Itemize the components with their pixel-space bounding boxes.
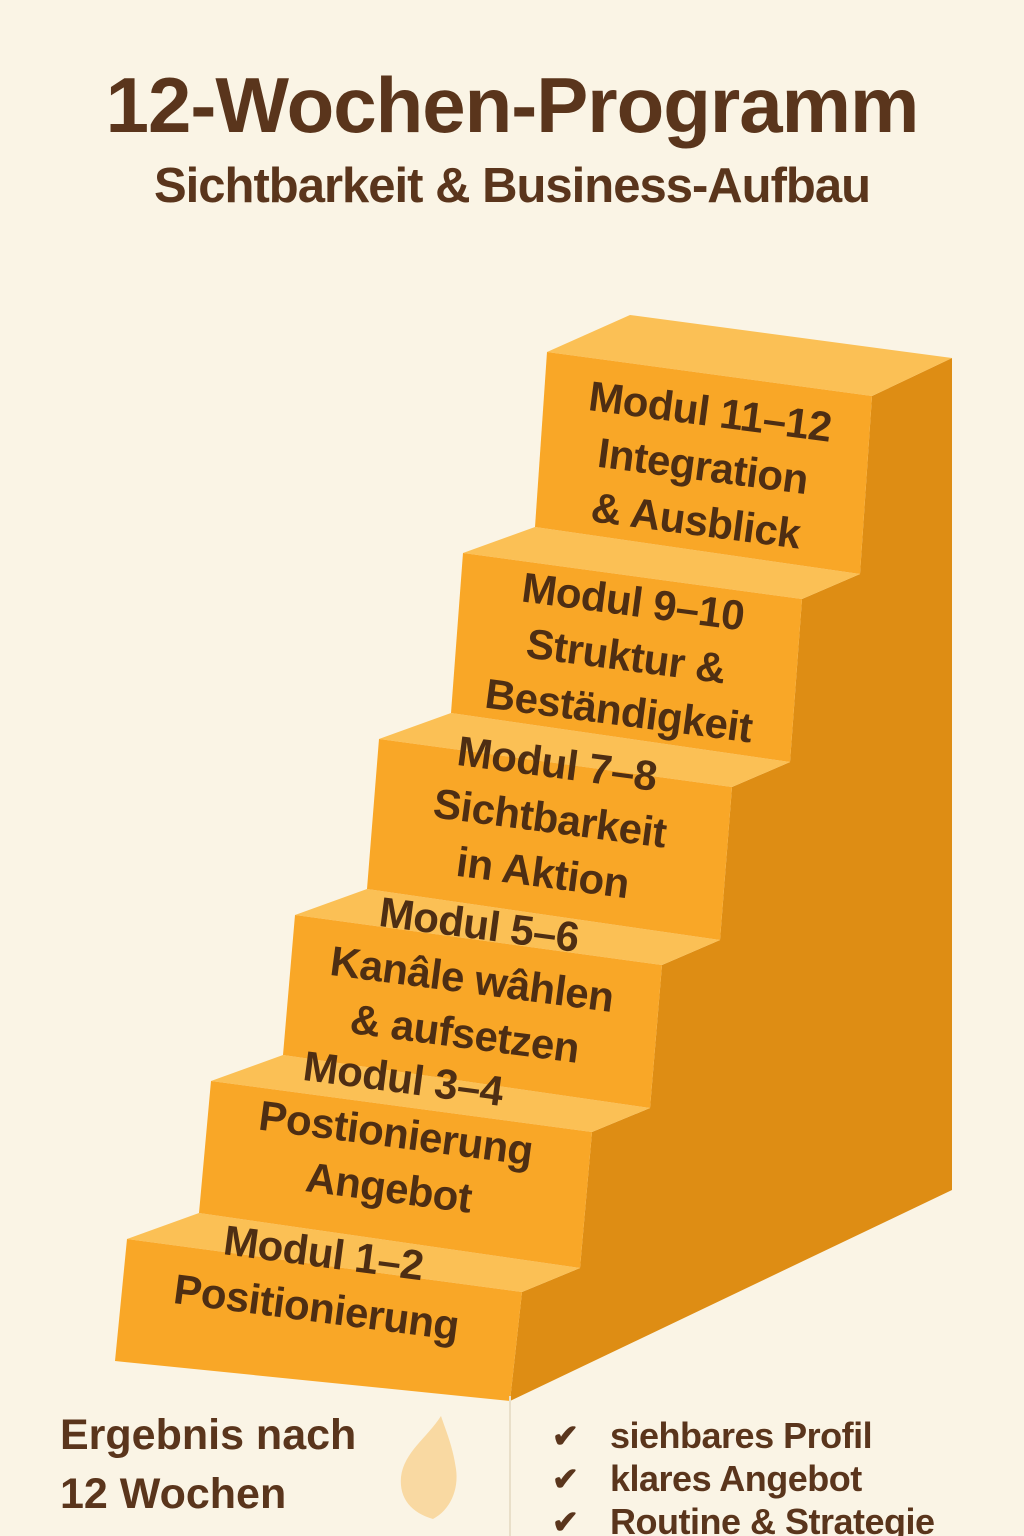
checkmark-icon: ✔ [552, 1503, 579, 1536]
step-1-top-face [127, 1213, 580, 1292]
checklist-item-label: siehbares Profil [610, 1414, 873, 1456]
step-1-front-face [115, 1239, 522, 1401]
checklist-item: ✔ Routine & Strategie [552, 1500, 935, 1536]
page-title: 12-Wochen-Programm [105, 61, 920, 149]
step-2-front-face [199, 1081, 592, 1268]
step-4-front-face [367, 739, 732, 940]
result-heading: Ergebnis nach 12 Wochen [60, 1406, 356, 1524]
checklist-item: ✔ klares Angebot [552, 1457, 935, 1500]
result-heading-line-1: Ergebnis nach [60, 1411, 357, 1459]
staircase-side-face [510, 358, 952, 1401]
checkmark-icon: ✔ [552, 1460, 579, 1497]
step-3-top-face [295, 889, 720, 965]
flame-icon [400, 1416, 457, 1519]
result-checklist: ✔ siehbares Profil ✔ klares Angebot ✔ Ro… [552, 1414, 935, 1536]
step-5-top-face [463, 527, 860, 599]
page-subtitle: Sichtbarkeit & Business-Aufbau [153, 159, 871, 213]
checklist-item-label: Routine & Strategie [610, 1500, 935, 1536]
step-5-front-face [451, 553, 802, 762]
vertical-divider [509, 1396, 511, 1536]
step-4-label: Modul 7–8 Sichtbarkeit in Aktion [423, 721, 677, 915]
step-6-top-face [547, 315, 952, 396]
step-3-front-face [283, 915, 662, 1108]
checklist-item: ✔ siehbares Profil [552, 1414, 935, 1457]
checklist-item-label: klares Angebot [610, 1457, 862, 1499]
step-2-top-face [211, 1055, 650, 1132]
step-5-label: Modul 9–10 Struktur & Beständigkeit [482, 557, 770, 756]
checkmark-icon: ✔ [552, 1417, 579, 1454]
step-4-top-face [379, 713, 790, 787]
step-6-label: Modul 11–12 Integration & Ausblick [571, 368, 835, 563]
result-heading-line-2: 12 Wochen [60, 1470, 287, 1518]
step-6-front-face [535, 352, 872, 574]
